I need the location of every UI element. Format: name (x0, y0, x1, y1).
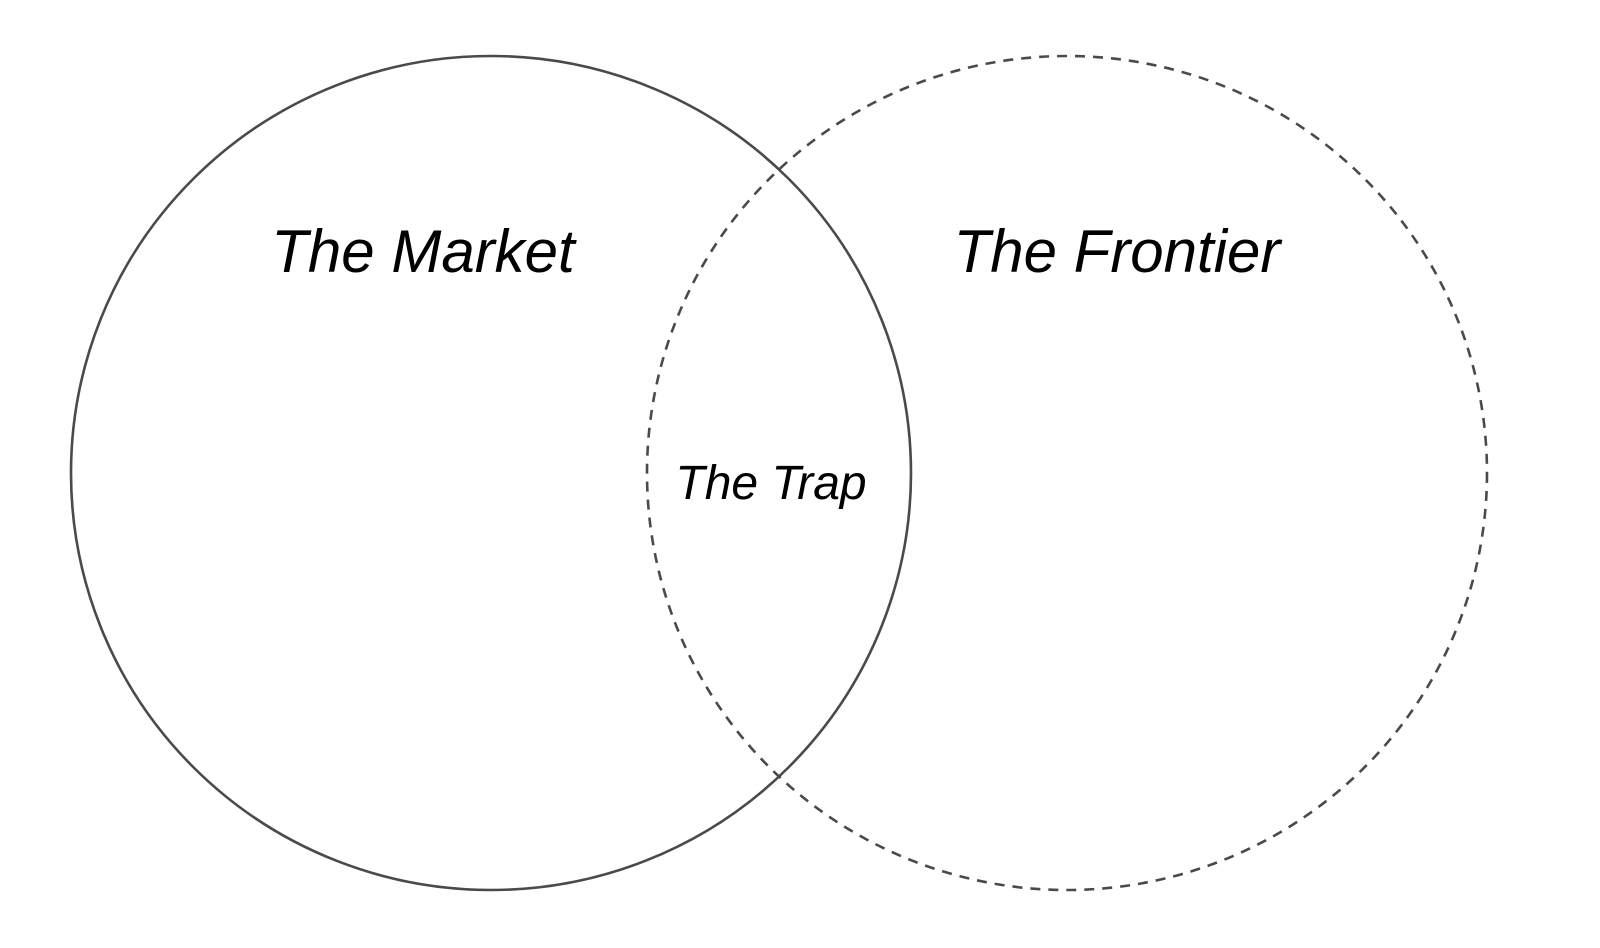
market-circle (69, 54, 913, 892)
frontier-circle (645, 54, 1489, 892)
market-label: The Market (271, 218, 577, 285)
frontier-label: The Frontier (954, 218, 1283, 285)
trap-label: The Trap (675, 457, 866, 510)
